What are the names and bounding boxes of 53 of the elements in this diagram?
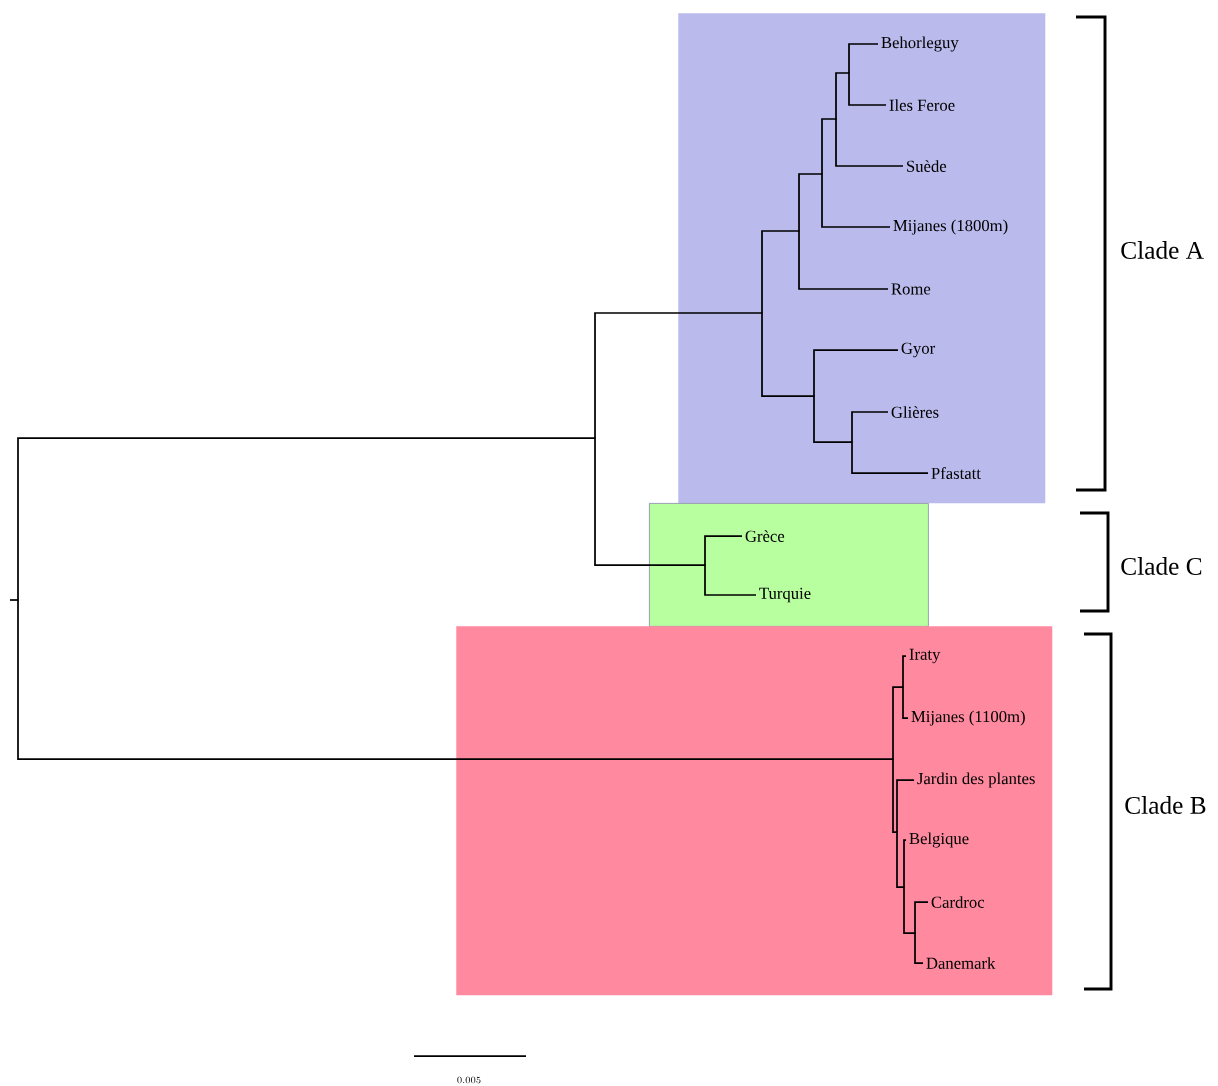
- tree-branch: [704, 535, 743, 566]
- tree-branch: [594, 437, 706, 566]
- tree-branch: [851, 411, 889, 443]
- tree-branch: [761, 230, 800, 314]
- tree-branch: [851, 441, 929, 474]
- tree-branch: [821, 118, 837, 175]
- leaf-label: Rome: [891, 283, 931, 295]
- leaf-label: Pfastatt: [931, 467, 981, 479]
- leaf-label: Belgique: [909, 832, 969, 848]
- scale-label: 0.005: [457, 1076, 481, 1084]
- tree-branch: [896, 831, 905, 888]
- tree-branch: [813, 395, 853, 443]
- leaf-label: Gyor: [901, 342, 936, 358]
- clade-label: Clade C: [1121, 557, 1202, 575]
- clade-box: [678, 13, 1046, 504]
- tree-branch: [902, 686, 909, 719]
- leaf-label: Grèce: [745, 530, 785, 542]
- leaf-label: Glières: [891, 406, 939, 418]
- tree-branch: [903, 886, 916, 934]
- clade-box: [456, 626, 1053, 996]
- tree-branch: [821, 173, 891, 228]
- leaf-label: Jardin des plantes: [917, 772, 1035, 788]
- leaf-label: Iles Feroe: [889, 99, 955, 111]
- tree-branch: [813, 349, 899, 397]
- leaf-label: Danemark: [926, 957, 996, 969]
- tree-branch: [892, 686, 904, 760]
- tree-branch: [17, 599, 894, 760]
- tree-branch: [896, 779, 915, 833]
- leaf-label: Mijanes (1100m): [911, 710, 1025, 726]
- leaf-label: Cardroc: [931, 896, 985, 908]
- clade-label: Clade A: [1121, 241, 1204, 259]
- clade-box: [649, 503, 929, 627]
- tree-branch: [17, 437, 596, 601]
- tree-branch: [902, 655, 907, 688]
- tree-branch: [914, 901, 929, 934]
- tree-branch: [903, 839, 907, 888]
- clade-label: Clade B: [1125, 796, 1206, 814]
- tree-branch: [594, 312, 763, 439]
- tree-branch: [761, 312, 815, 397]
- tree-branch: [848, 72, 887, 106]
- tree-branch: [892, 758, 898, 833]
- leaf-label: Mijanes (1800m): [893, 219, 1008, 235]
- leaf-label: Iraty: [909, 648, 941, 664]
- tree-branch: [798, 230, 889, 290]
- tree-branch: [798, 173, 823, 232]
- tree-branch: [704, 564, 757, 596]
- leaf-label: Suède: [907, 160, 947, 172]
- leaf-label: Turquie: [759, 587, 811, 603]
- tree-branch: [914, 932, 924, 964]
- tree-branch: [835, 72, 850, 120]
- tree-branch: [835, 118, 904, 167]
- leaf-label: Behorleguy: [881, 36, 959, 52]
- tree-branch: [848, 43, 879, 74]
